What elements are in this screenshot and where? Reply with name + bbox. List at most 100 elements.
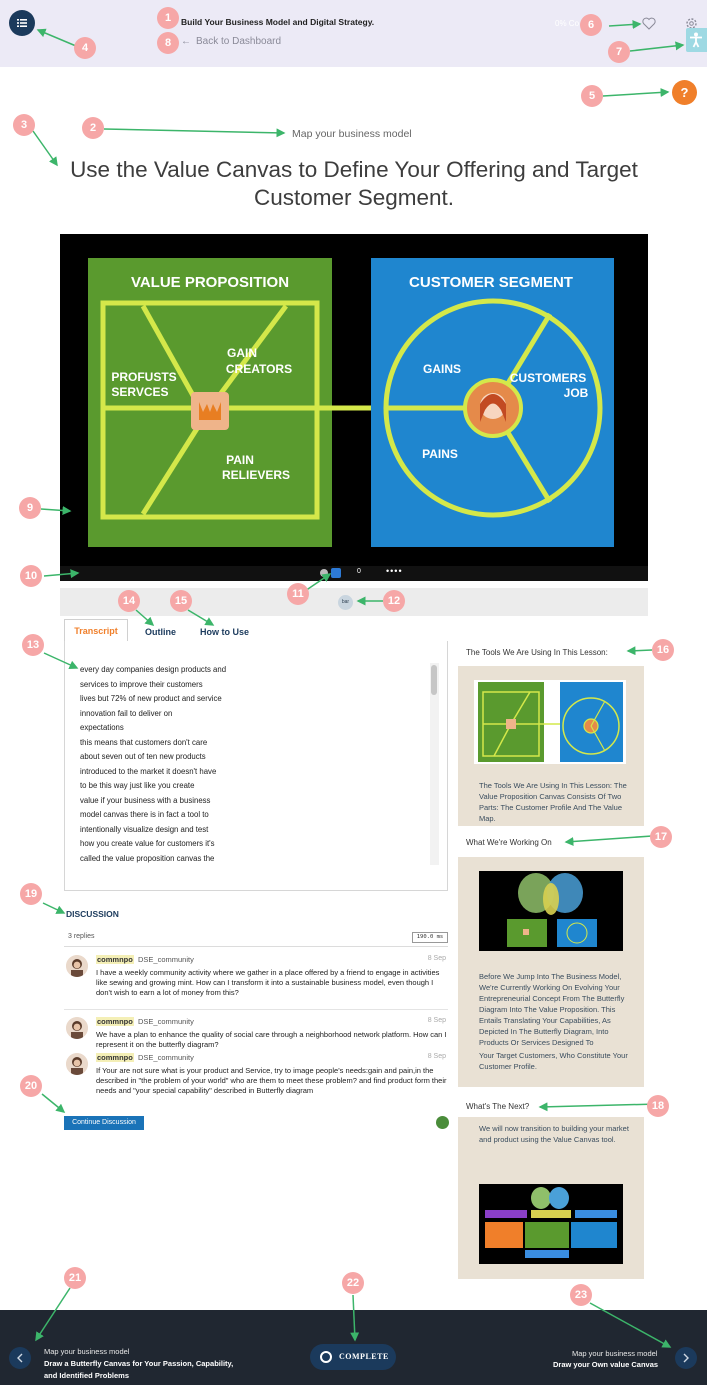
comment-date: 8 Sep	[427, 955, 446, 962]
transcript-line: called the value proposition canvas the	[80, 853, 215, 863]
cs-label-pains: PAINS	[422, 447, 458, 461]
vp-label-services: SERVCES	[111, 385, 168, 399]
video-counter: 0	[357, 568, 361, 575]
transcript-line: how you create value for customers it's	[80, 839, 215, 848]
callout-badge: 17	[650, 826, 672, 848]
transcript-panel[interactable]: every day companies design products and …	[64, 641, 448, 891]
market-product-thumbnail[interactable]	[479, 1184, 623, 1264]
lesson-video[interactable]: VALUE PROPOSITION PROFUSTS SERVCES GAIN …	[60, 234, 648, 581]
progress-text: 0% Co	[555, 19, 580, 28]
bar-toggle-button[interactable]: bar	[338, 595, 353, 610]
comment-text: We have a plan to enhance the quality of…	[96, 1030, 447, 1049]
transcript-line: model canvas there is in fact a tool to	[80, 810, 209, 819]
discussion-title: DISCUSSION	[66, 909, 119, 919]
volume-icon[interactable]	[320, 569, 328, 577]
arrow-left-icon: ←	[181, 36, 191, 47]
transcript-line: every day companies design products and	[80, 665, 227, 674]
comment-date: 8 Sep	[427, 1017, 446, 1024]
transcript-line: expectations	[80, 723, 124, 732]
previous-lesson-title[interactable]: Draw a Butterfly Canvas for Your Passion…	[44, 1359, 234, 1380]
value-proposition-title: VALUE PROPOSITION	[131, 274, 289, 291]
back-label: Back to Dashboard	[196, 36, 282, 47]
vp-label-gain: GAIN	[227, 346, 257, 360]
course-menu-button[interactable]	[9, 10, 35, 36]
discussion-divider	[64, 946, 448, 947]
tab-transcript[interactable]: Transcript	[64, 619, 128, 642]
next-text: We will now transition to building your …	[479, 1124, 629, 1144]
callout-badge: 2	[82, 117, 104, 139]
comment: commnpo DSE_community 8 Sep If Your are …	[66, 1053, 448, 1101]
value-canvas-illustration: VALUE PROPOSITION PROFUSTS SERVCES GAIN …	[88, 258, 614, 547]
transcript-line: this means that customers don't care	[80, 737, 208, 747]
discourse-icon[interactable]	[436, 1116, 449, 1129]
comment-text: If Your are not sure what is your produc…	[96, 1066, 447, 1095]
more-options-icon[interactable]: ••••	[386, 566, 403, 576]
avatar[interactable]	[66, 1017, 88, 1039]
video-toolbar: bar	[60, 588, 648, 616]
course-title: Build Your Business Model and Digital St…	[181, 17, 375, 27]
accessibility-icon	[690, 32, 702, 48]
cs-label-job: JOB	[564, 386, 589, 400]
comment-text: I have a weekly community activity where…	[96, 968, 440, 997]
accessibility-button[interactable]	[686, 28, 707, 52]
scrollbar-thumb[interactable]	[431, 665, 437, 695]
comment-date: 8 Sep	[427, 1053, 446, 1060]
transcript-line: about seven out of ten new products	[80, 752, 206, 761]
transcript-scrollbar[interactable]	[430, 663, 439, 865]
complete-label: COMPLETE	[339, 1352, 389, 1361]
tab-outline[interactable]: Outline	[145, 627, 176, 637]
vp-label-creators: CREATORS	[226, 362, 292, 376]
transcript-line: lives but 72% of new product and service	[80, 694, 222, 703]
transcript-line: value if your business with a business	[80, 795, 211, 805]
callout-badge: 18	[647, 1095, 669, 1117]
complete-button[interactable]: COMPLETE	[310, 1344, 396, 1370]
avatar[interactable]	[66, 955, 88, 977]
continue-discussion-button[interactable]: Continue Discussion	[64, 1116, 144, 1130]
circle-icon	[320, 1351, 332, 1363]
sort-select[interactable]: 190.0 ms	[412, 932, 448, 943]
callout-badge: 1	[157, 7, 179, 29]
transcript-line: introduced to the market it doesn't have	[80, 766, 217, 776]
heart-icon[interactable]	[642, 17, 656, 30]
chevron-right-icon	[683, 1353, 689, 1363]
lesson-section-label: Map your business model	[292, 128, 412, 140]
help-button[interactable]: ?	[672, 80, 697, 105]
captions-toggle[interactable]	[331, 568, 341, 578]
next-heading: What's The Next?	[466, 1102, 530, 1111]
back-to-dashboard-link[interactable]: ← Back to Dashboard	[181, 36, 281, 47]
video-controls-bar[interactable]: 0 ••••	[60, 566, 648, 581]
butterfly-to-canvas-thumbnail[interactable]	[479, 871, 623, 951]
replies-count: 3 replies	[68, 933, 95, 940]
callout-badge: 14	[118, 590, 140, 612]
transcript-line: services to improve their customers	[80, 679, 203, 689]
comment-author[interactable]: commnpo	[96, 1017, 134, 1026]
callout-badge: 21	[64, 1267, 86, 1289]
previous-lesson-button[interactable]	[9, 1347, 31, 1369]
tools-text: The Tools We Are Using In This Lesson: T…	[479, 781, 627, 823]
callout-badge: 6	[580, 14, 602, 36]
callout-badge: 8	[157, 32, 179, 54]
gear-icon[interactable]	[684, 16, 699, 31]
avatar[interactable]	[66, 1053, 88, 1075]
next-lesson-title[interactable]: Draw your Own value Canvas	[553, 1360, 659, 1369]
transcript-line: innovation fail to deliver on	[80, 708, 173, 718]
callout-badge: 12	[383, 590, 405, 612]
callout-badge: 13	[22, 634, 44, 656]
chevron-left-icon	[17, 1353, 23, 1363]
callout-badge: 9	[19, 497, 41, 519]
comment-author[interactable]: commnpo	[96, 1053, 134, 1062]
comment-author[interactable]: commnpo	[96, 955, 134, 964]
callout-badge: 11	[287, 583, 309, 605]
transcript-text: every day companies design products and …	[80, 663, 400, 865]
callout-badge: 15	[170, 590, 192, 612]
cs-label-gains: GAINS	[423, 362, 461, 376]
value-canvas-thumbnail[interactable]	[474, 680, 626, 764]
next-lesson-button[interactable]	[675, 1347, 697, 1369]
lesson-title: Use the Value Canvas to Define Your Offe…	[70, 157, 638, 210]
callout-badge: 19	[20, 883, 42, 905]
callout-badge: 4	[74, 37, 96, 59]
vp-label-relievers: RELIEVERS	[222, 468, 290, 482]
previous-lesson-section: Map your business model	[44, 1347, 130, 1356]
tab-how-to-use[interactable]: How to Use	[200, 627, 250, 637]
working-text-end: Your Target Customers, Who Constitute Yo…	[479, 1051, 628, 1071]
